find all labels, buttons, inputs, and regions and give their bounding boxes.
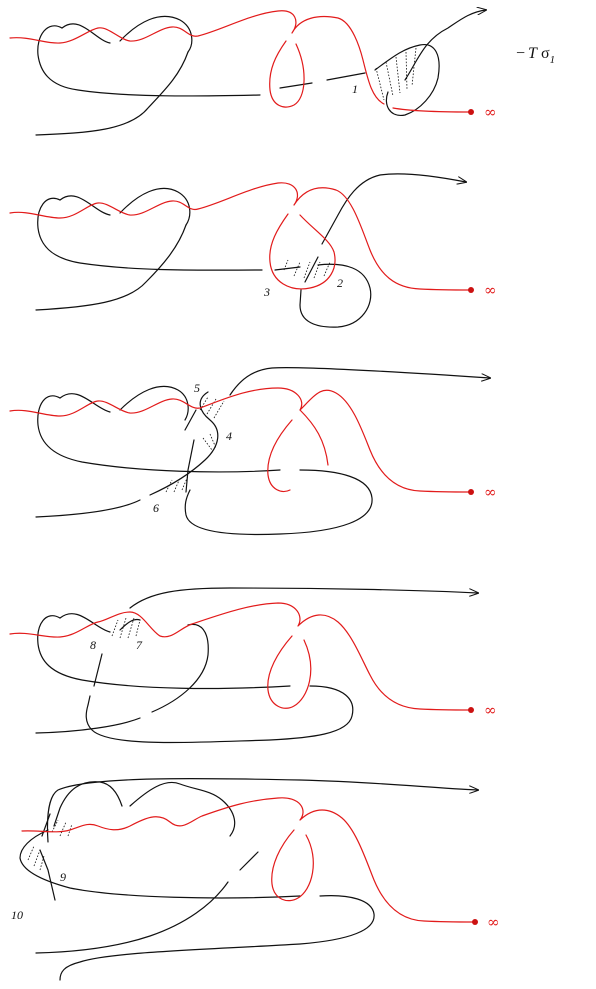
black-strand xyxy=(53,781,236,837)
crossing-label: 10 xyxy=(11,908,23,922)
crossing-label: 5 xyxy=(194,381,200,395)
infinity-symbol: ∞ xyxy=(484,103,497,121)
black-strand xyxy=(46,777,478,843)
red-strand xyxy=(9,10,471,113)
black-strand xyxy=(59,187,191,226)
black-strand xyxy=(39,813,56,901)
black-strand xyxy=(229,367,490,396)
panel-1: ∞ 1 xyxy=(9,10,497,136)
caption-sigma: σ xyxy=(541,45,550,62)
black-strand xyxy=(35,623,209,734)
black-strand xyxy=(37,197,263,271)
black-strand xyxy=(304,174,466,283)
black-strand xyxy=(374,44,440,117)
hatch-region xyxy=(375,47,417,101)
crossing-label: 1 xyxy=(352,82,358,96)
black-strand xyxy=(37,395,373,536)
caption-t: T xyxy=(528,45,538,62)
panel-2: ∞ 2 3 xyxy=(9,174,497,328)
red-strand xyxy=(21,797,475,923)
black-strand xyxy=(274,263,372,328)
panel-3: ∞ 5 4 6 xyxy=(9,367,497,536)
hatch-region xyxy=(199,396,225,419)
crossing-label: 4 xyxy=(226,429,232,443)
endpoint-dot xyxy=(468,707,474,713)
infinity-symbol: ∞ xyxy=(484,281,497,299)
black-strand xyxy=(59,613,141,633)
black-strand xyxy=(37,25,261,97)
infinity-symbol: ∞ xyxy=(484,483,497,501)
red-strand xyxy=(9,602,471,711)
panel-4: ∞ 8 7 xyxy=(9,587,497,744)
black-strand xyxy=(59,385,189,421)
red-strand xyxy=(9,387,471,493)
black-strand xyxy=(35,51,189,136)
endpoint-dot xyxy=(468,109,474,115)
black-strand xyxy=(129,587,478,609)
endpoint-dot xyxy=(468,489,474,495)
hatch-region xyxy=(111,617,141,639)
black-strand xyxy=(35,881,229,954)
infinity-symbol: ∞ xyxy=(487,913,500,931)
black-strand xyxy=(404,10,486,81)
red-strand xyxy=(299,409,329,466)
crossing-label: 3 xyxy=(263,285,270,299)
crossing-label: 7 xyxy=(136,638,143,652)
black-strand xyxy=(37,615,354,744)
black-strand xyxy=(61,15,193,53)
black-strand xyxy=(279,72,366,89)
panel-5: ∞ 9 10 xyxy=(11,777,500,981)
red-strand xyxy=(9,182,471,291)
crossing-label: 9 xyxy=(60,870,66,884)
black-strand xyxy=(184,409,197,493)
black-strand xyxy=(87,653,103,706)
black-strand xyxy=(35,391,219,518)
caption-index: 1 xyxy=(550,54,556,66)
black-strand xyxy=(239,851,259,871)
caption-sign: − xyxy=(516,45,525,62)
hatch-region xyxy=(202,433,217,451)
hatch-region xyxy=(283,259,331,279)
black-strand xyxy=(35,224,187,311)
endpoint-dot xyxy=(468,287,474,293)
black-strand xyxy=(19,829,375,981)
infinity-symbol: ∞ xyxy=(484,701,497,719)
crossing-label: 6 xyxy=(153,501,159,515)
hatch-region xyxy=(27,819,73,871)
endpoint-dot xyxy=(472,919,478,925)
crossing-label: 2 xyxy=(337,276,343,290)
hatch-region xyxy=(165,475,189,493)
crossing-label: 8 xyxy=(90,638,96,652)
